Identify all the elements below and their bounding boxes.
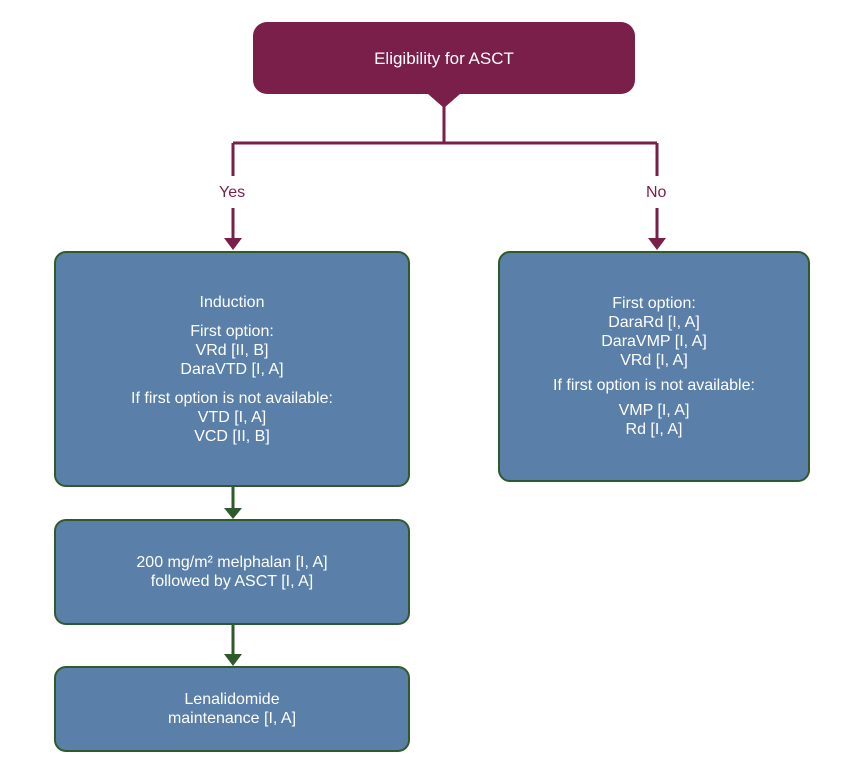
non-eligible-alt-heading: If first option is not available:	[553, 377, 755, 394]
non-eligible-first-item: DaraRd [I, A]	[608, 314, 700, 331]
melphalan-line-2: followed by ASCT [I, A]	[150, 573, 314, 590]
no-arrow-head	[648, 238, 666, 250]
no-branch-label: No	[646, 184, 667, 201]
melphalan-line-1: 200 mg/m² melphalan [I, A]	[136, 554, 328, 571]
root-pointer	[428, 94, 460, 108]
yes-branch-label: Yes	[219, 184, 246, 201]
non-eligible-alt-item: VMP [I, A]	[618, 402, 690, 419]
induction-title: Induction	[199, 293, 265, 311]
induction-box: Induction First option: VRd [II, B] Dara…	[54, 251, 410, 487]
non-eligible-box: First option: DaraRd [I, A] DaraVMP [I, …	[498, 251, 810, 482]
induction-alt-item: VTD [I, A]	[197, 408, 267, 426]
induction-first-heading: First option:	[190, 322, 274, 340]
induction-first-item: VRd [II, B]	[195, 341, 269, 359]
non-eligible-first-item: VRd [I, A]	[620, 352, 688, 369]
non-eligible-alt-item: Rd [I, A]	[625, 421, 683, 438]
maintenance-box: Lenalidomide maintenance [I, A]	[54, 666, 410, 752]
induction-first-item: DaraVTD [I, A]	[180, 360, 284, 378]
maintenance-line-2: maintenance [I, A]	[167, 710, 297, 727]
induction-alt-heading: If first option is not available:	[131, 389, 333, 407]
maintenance-line-1: Lenalidomide	[184, 691, 280, 708]
melphalan-box: 200 mg/m² melphalan [I, A] followed by A…	[54, 519, 410, 625]
yes-arrow-head	[224, 238, 242, 250]
eligibility-label: Eligibility for ASCT	[374, 48, 514, 68]
melphalan-to-maintenance-head	[224, 654, 242, 666]
induction-to-melphalan-head	[224, 508, 242, 519]
eligibility-node: Eligibility for ASCT	[253, 22, 635, 94]
non-eligible-first-item: DaraVMP [I, A]	[601, 333, 707, 350]
non-eligible-first-heading: First option:	[612, 295, 696, 312]
induction-alt-item: VCD [II, B]	[194, 427, 270, 445]
branch-connector-lines	[231, 106, 659, 176]
